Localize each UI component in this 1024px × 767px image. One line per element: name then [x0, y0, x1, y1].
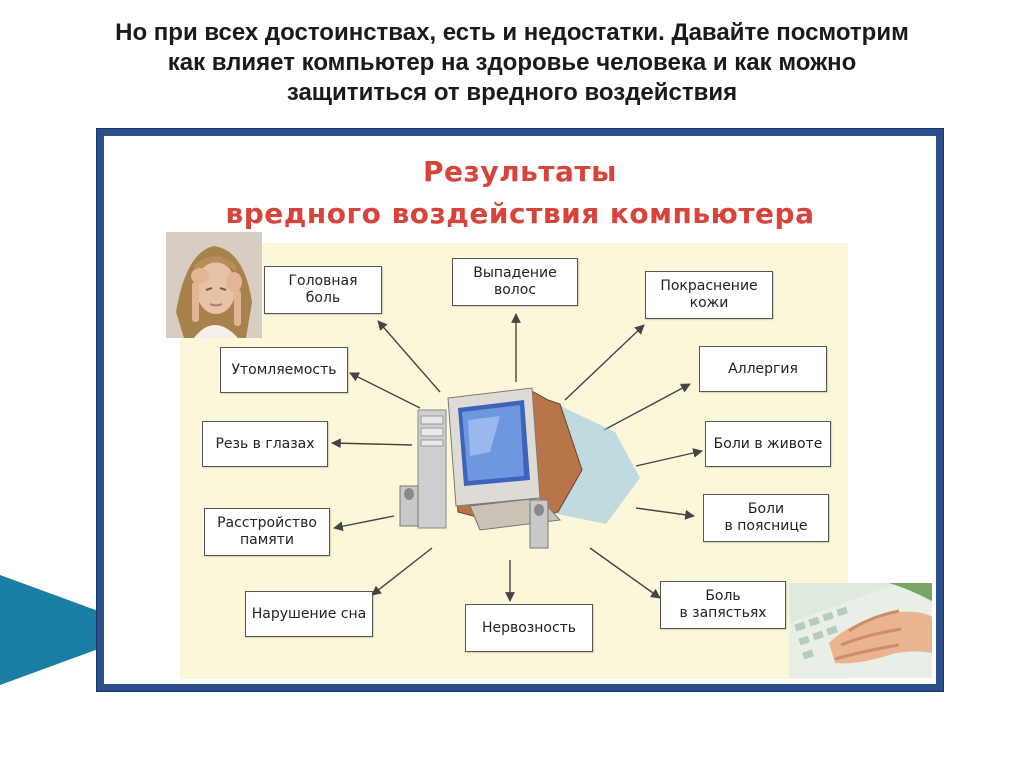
- slide-heading-line-2: как влияет компьютер на здоровье человек…: [167, 49, 857, 76]
- effect-hair-loss: Выпадение волос: [452, 258, 578, 306]
- arrow-to-wrist-pain: [589, 547, 661, 599]
- effect-headache: Головная боль: [264, 266, 382, 314]
- arrow-to-fatigue: [349, 372, 421, 409]
- slide-heading: Но при всех достоинствах, есть и недоста…: [40, 18, 984, 108]
- effect-nervousness: Нервозность: [465, 604, 593, 652]
- arrow-to-back-pain: [635, 507, 695, 520]
- arrow-to-allergy: [603, 383, 691, 431]
- effect-back-pain: Боли в пояснице: [703, 494, 829, 542]
- arrow-to-memory-disorder: [333, 515, 395, 532]
- slide-heading-line-1: Но при всех достоинствах, есть и недоста…: [115, 19, 909, 46]
- arrow-to-stomach-pain: [635, 448, 703, 467]
- headache-photo: [166, 232, 262, 338]
- keyboard-hands-photo: [789, 583, 932, 678]
- effect-stomach-pain: Боли в животе: [705, 421, 831, 467]
- diagram-title-line-2: вредного воздействия компьютера: [225, 197, 815, 230]
- effect-allergy: Аллергия: [699, 346, 827, 392]
- arrow-to-headache: [377, 320, 441, 393]
- effect-eye-pain: Резь в глазах: [202, 421, 328, 467]
- effect-fatigue: Утомляемость: [220, 347, 348, 393]
- effect-memory-disorder: Расстройство памяти: [204, 508, 330, 556]
- computer-illustration: [399, 387, 640, 549]
- effect-sleep-disorder: Нарушение сна: [245, 591, 373, 637]
- arrow-to-eye-pain: [331, 438, 413, 449]
- effect-wrist-pain: Боль в запястьях: [660, 581, 786, 629]
- effect-skin-redness: Покраснение кожи: [645, 271, 773, 319]
- keyboard-hands-image: [789, 583, 932, 678]
- diagram-title-line-1: Результаты: [423, 155, 617, 188]
- arrow-to-sleep-disorder: [371, 547, 433, 596]
- headache-photo-image: [166, 232, 262, 338]
- slide-heading-line-3: защититься от вредного воздействия: [286, 79, 738, 106]
- arrow-to-skin-redness: [564, 324, 645, 401]
